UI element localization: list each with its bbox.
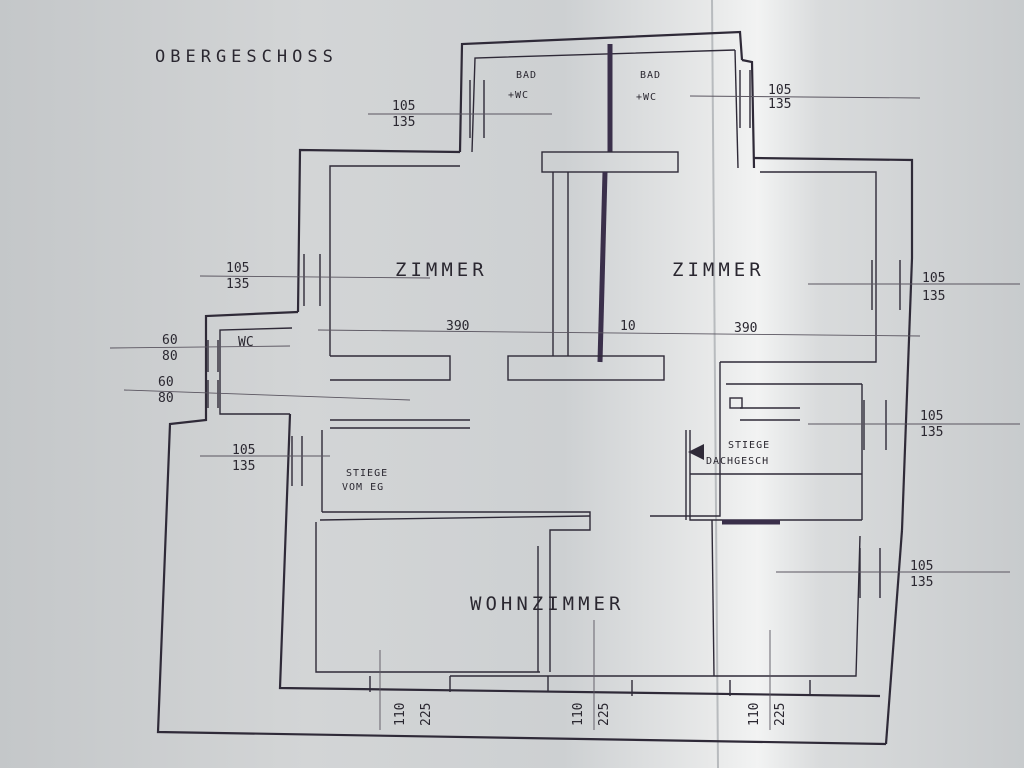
stair-label-line-1: STIEGE — [346, 468, 388, 479]
dim-right-2-height: 135 — [920, 425, 943, 440]
interior-walls — [321, 44, 862, 677]
dim-right-2-width: 105 — [920, 409, 943, 424]
dim-wc-2-width: 60 — [158, 375, 174, 390]
dim-left-stair-height: 135 — [232, 459, 255, 474]
room-label-wohnzimmer: WOHNZIMMER — [470, 593, 624, 615]
attic-stair-label-line-1: STIEGE — [728, 440, 770, 451]
dim-wc-1-height: 80 — [162, 349, 178, 364]
window-marks — [207, 70, 901, 696]
dim-span-mid: 10 — [620, 319, 636, 334]
dim-right-1-width: 105 — [922, 271, 945, 286]
dim-top-left-width: 105 — [392, 99, 415, 114]
dimension-lines — [109, 95, 1020, 730]
dim-span-right: 390 — [734, 321, 757, 336]
dim-left-zimmer-height: 135 — [226, 277, 249, 292]
dim-bottom-1-b: 225 — [419, 703, 434, 726]
stair-label-line-2: VOM EG — [342, 482, 384, 493]
dim-bottom-1-a: 110 — [393, 703, 408, 726]
dim-top-right-height: 135 — [768, 97, 791, 112]
dim-right-1-height: 135 — [922, 289, 945, 304]
room-label-wc-1: +WC — [508, 90, 529, 101]
room-label-bad-2: BAD — [640, 70, 661, 81]
dim-bottom-3-a: 110 — [747, 703, 762, 726]
dim-wc-1-width: 60 — [162, 333, 178, 348]
dim-span-left: 390 — [446, 319, 469, 334]
dim-wc-2-height: 80 — [158, 391, 174, 406]
dim-left-stair-width: 105 — [232, 443, 255, 458]
dim-left-zimmer-width: 105 — [226, 261, 249, 276]
dim-bottom-2-a: 110 — [571, 703, 586, 726]
room-label-zimmer-left: ZIMMER — [395, 259, 488, 281]
room-label-wc: WC — [238, 335, 254, 350]
paper-fold — [711, 0, 719, 768]
stair-arrow-icon — [688, 444, 704, 460]
dim-top-right-width: 105 — [768, 83, 791, 98]
attic-stair-label-line-2: DACHGESCH — [706, 456, 769, 467]
room-label-wc-2: +WC — [636, 92, 657, 103]
dim-right-3-height: 135 — [910, 575, 933, 590]
dim-top-left-height: 135 — [392, 115, 415, 130]
room-label-zimmer-right: ZIMMER — [672, 259, 765, 281]
plan-title: OBERGESCHOSS — [155, 47, 338, 67]
dim-right-3-width: 105 — [910, 559, 933, 574]
dim-bottom-2-b: 225 — [597, 703, 612, 726]
room-label-bad-1: BAD — [516, 70, 537, 81]
dim-bottom-3-b: 225 — [773, 703, 788, 726]
outer-walls — [156, 30, 914, 746]
